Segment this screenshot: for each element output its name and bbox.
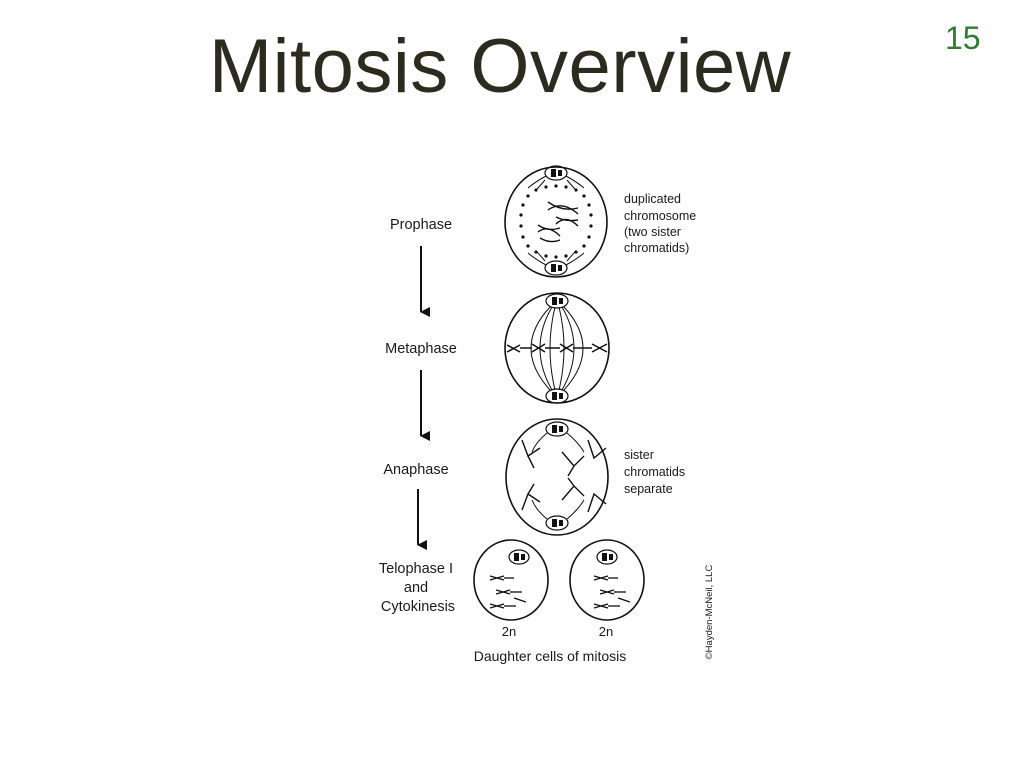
slide-title: Mitosis Overview [208,24,792,109]
centrosome-bottom [545,515,569,531]
stage-label-prophase: Prophase [390,217,452,233]
stage-label-telophase-line: and [404,580,428,596]
centrosome-top [544,165,568,181]
daughter-cell-right [569,539,645,621]
cell-membrane [504,166,608,278]
slide-number: 15 [945,20,981,56]
separating-chromatids [521,439,607,513]
stage-arrows [417,246,430,550]
spindle-fibers [531,432,585,520]
chromosomes [489,575,527,609]
copyright-credit: ©Hayden-McNeil, LLC [704,565,715,660]
metaphase-chromosomes [506,343,608,353]
annotation-sister-chromatids: sister chromatids separate [624,448,689,496]
stage-label-telophase-line: Telophase I [379,561,453,577]
daughter-cells-caption: Daughter cells of mitosis [474,648,627,664]
stage-label-telophase-line: Cytokinesis [381,599,455,615]
prophase-cell [504,165,608,278]
cell-membrane [569,539,645,621]
centrosome [596,549,618,565]
aster-fibers [527,175,585,266]
metaphase-cell [504,292,610,404]
chromosomes [593,575,631,609]
centrosome-top [545,421,569,437]
centrosome [508,549,530,565]
daughter-cell-left [473,539,549,621]
centrosome-bottom [544,260,568,276]
stage-label-anaphase: Anaphase [383,462,448,478]
annotation-duplicated-chromosome: duplicated chromosome (two sister chroma… [624,192,700,255]
centrosome-top [545,293,569,309]
anaphase-cell [505,418,609,536]
cell-membrane [473,539,549,621]
cell-membrane [505,418,609,536]
ploidy-label-left: 2n [502,624,516,639]
centrosome-bottom [545,388,569,404]
duplicated-chromosome [537,201,579,243]
nuclear-envelope [519,184,593,259]
stage-label-telophase: Telophase I and Cytokinesis [379,561,457,615]
ploidy-label-right: 2n [599,624,613,639]
stage-label-metaphase: Metaphase [385,341,457,357]
